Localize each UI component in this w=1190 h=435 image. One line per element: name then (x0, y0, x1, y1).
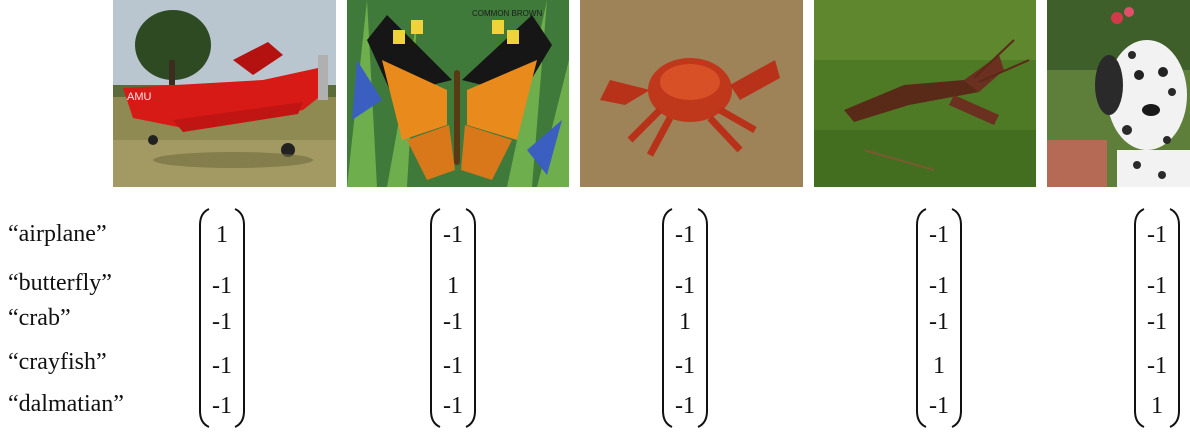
vector-entry: -1 (667, 223, 703, 247)
vector-entry: -1 (921, 274, 957, 298)
class-label-crab: “crab” (8, 306, 71, 330)
crayfish-image (814, 0, 1036, 187)
vector-entry: -1 (1139, 274, 1175, 298)
class-label-butterfly: “butterfly” (8, 271, 112, 295)
vector-entry: 1 (1139, 394, 1175, 418)
class-label-dalmatian: “dalmatian” (8, 392, 124, 416)
butterfly-caption: COMMON BROWN (472, 9, 542, 18)
class-label-crayfish: “crayfish” (8, 350, 107, 374)
butterfly-image: COMMON BROWN (347, 0, 569, 187)
vector-entry: 1 (204, 223, 240, 247)
airplane-image: AMU (113, 0, 336, 187)
vector-entry: -1 (204, 354, 240, 378)
vector-entry: -1 (435, 394, 471, 418)
vector-entry: -1 (667, 274, 703, 298)
vector-entry: 1 (435, 274, 471, 298)
vector-entry: -1 (204, 310, 240, 334)
vector-entry: 1 (921, 354, 957, 378)
vector-entry: -1 (435, 310, 471, 334)
vector-entry: -1 (921, 310, 957, 334)
class-label-airplane: “airplane” (8, 222, 107, 246)
label-vector-airplane: 1 -1 -1 -1 -1 (197, 207, 247, 429)
label-vector-butterfly: -1 1 -1 -1 -1 (428, 207, 478, 429)
vector-entry: -1 (435, 354, 471, 378)
vector-entry: -1 (204, 274, 240, 298)
vector-entry: -1 (1139, 223, 1175, 247)
vector-entry: -1 (204, 394, 240, 418)
vector-entry: -1 (435, 223, 471, 247)
crab-image (580, 0, 803, 187)
label-vector-dalmatian: -1 -1 -1 -1 1 (1132, 207, 1182, 429)
label-vector-crab: -1 -1 1 -1 -1 (660, 207, 710, 429)
vector-entry: -1 (1139, 310, 1175, 334)
vector-entry: 1 (667, 310, 703, 334)
vector-entry: -1 (921, 394, 957, 418)
dalmatian-image (1047, 0, 1190, 187)
vector-entry: -1 (667, 354, 703, 378)
vector-entry: -1 (667, 394, 703, 418)
plane-marking: AMU (127, 91, 152, 103)
vector-entry: -1 (1139, 354, 1175, 378)
label-vector-crayfish: -1 -1 -1 1 -1 (914, 207, 964, 429)
vector-entry: -1 (921, 223, 957, 247)
